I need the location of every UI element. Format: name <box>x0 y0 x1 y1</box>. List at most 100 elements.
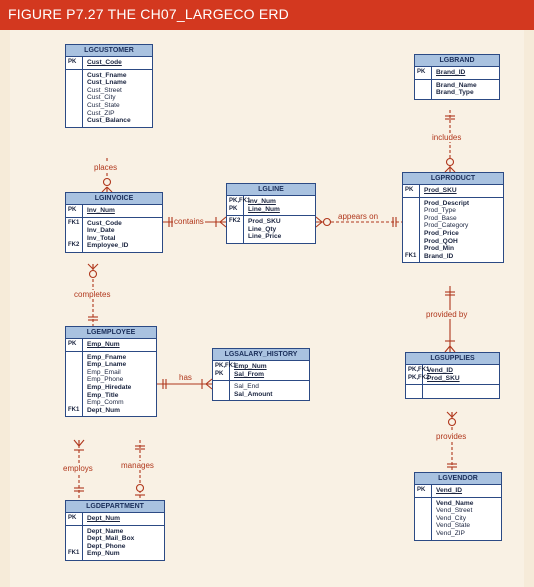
attribute-codes <box>415 497 432 540</box>
rel-line-includes <box>444 110 456 173</box>
rel-label-appears-on: appears on <box>337 212 380 221</box>
attribute-code <box>417 89 431 97</box>
attribute: Vend_ZIP <box>436 529 465 537</box>
attribute: Dept_Name <box>87 527 124 535</box>
key-section: PK Dept_Num <box>66 513 164 526</box>
attribute-code <box>68 535 82 543</box>
rel-label-completes: completes <box>73 290 112 299</box>
key-names: Cust_Code <box>83 57 152 69</box>
attribute: Cust_Balance <box>87 117 131 125</box>
attribute-code <box>405 207 419 215</box>
key-codes: PK <box>415 67 432 79</box>
attribute-codes: FK1 <box>66 525 83 560</box>
key-attribute: Vend_ID <box>436 487 463 494</box>
attribute: Dept_Phone <box>87 542 126 550</box>
key-names: Dept_Num <box>83 513 164 525</box>
key-code: PK <box>68 515 77 521</box>
attribute-code <box>405 222 419 230</box>
attribute: Line_Qty <box>248 225 277 233</box>
key-code: PK <box>68 207 77 213</box>
key-code: PK <box>68 341 77 347</box>
key-attribute: Emp_Num <box>87 341 120 348</box>
attribute-code <box>68 227 82 235</box>
attribute: Vend_City <box>436 514 467 522</box>
key-code: PK,FK2 <box>408 374 430 381</box>
attribute-code <box>229 233 243 241</box>
entity-title: LGINVOICE <box>66 193 162 205</box>
key-attribute: Cust_Code <box>87 59 122 66</box>
rel-label-places: places <box>93 163 119 172</box>
attribute-code <box>68 361 82 369</box>
attribute: Inv_Date <box>87 227 115 235</box>
attribute: Dept_Mail_Box <box>87 535 135 543</box>
attribute-code: FK1 <box>405 252 417 259</box>
attribute: Vend_Street <box>436 507 473 515</box>
attribute: Line_Price <box>248 233 282 241</box>
key-code: PK <box>405 187 414 193</box>
key-section: PK Cust_Code <box>66 57 152 70</box>
attribute: Prod_Price <box>424 229 459 237</box>
key-attribute: Vend_ID <box>427 367 454 374</box>
attribute-code <box>68 528 82 536</box>
attribute: Prod_QOH <box>424 237 458 245</box>
attribute-code: FK2 <box>229 218 241 225</box>
key-codes: PK <box>403 185 420 197</box>
attribute: Emp_Title <box>87 391 119 399</box>
attribute: Emp_Fname <box>87 353 127 361</box>
attribute-code <box>68 392 82 400</box>
rel-label-has: has <box>178 373 193 382</box>
attribute: Prod_Min <box>424 245 455 253</box>
attribute-code <box>68 384 82 392</box>
key-codes: PK <box>66 57 83 69</box>
attribute: Cust_City <box>87 94 116 102</box>
attribute: Prod_SKU <box>248 218 281 226</box>
key-codes: PK <box>66 205 83 217</box>
attribute-codes: FK2 <box>227 216 244 243</box>
key-code: PK <box>68 59 77 65</box>
attribute-codes <box>213 381 230 401</box>
entity-title: LGSALARY_HISTORY <box>213 349 309 361</box>
entity-title: LGEMPLOYEE <box>66 327 156 339</box>
attribute: Dept_Num <box>87 406 120 414</box>
key-code: PK <box>215 370 224 377</box>
key-codes: PK <box>66 513 83 525</box>
attribute-code <box>215 383 229 391</box>
rel-line-provides <box>446 411 458 472</box>
key-names: Prod_SKU <box>420 185 503 197</box>
attribute-code <box>229 226 243 234</box>
entity-title: LGDEPARTMENT <box>66 501 164 513</box>
attribute-code <box>405 238 419 246</box>
attribute-code <box>68 376 82 384</box>
attribute-code <box>417 507 431 515</box>
key-section: PK Emp_Num <box>66 339 156 352</box>
entity-title: LGSUPPLIES <box>406 353 499 365</box>
attribute-code <box>68 117 82 125</box>
rel-label-employs: employs <box>62 464 94 473</box>
key-attribute: Prod_SKU <box>427 374 460 382</box>
attribute-code <box>417 522 431 530</box>
attribute-code <box>68 235 82 243</box>
attribute-codes: FK1 <box>66 351 83 417</box>
key-attribute: Emp_Num <box>234 363 267 370</box>
key-attribute: Dept_Num <box>87 515 120 522</box>
attribute-codes <box>406 385 423 399</box>
